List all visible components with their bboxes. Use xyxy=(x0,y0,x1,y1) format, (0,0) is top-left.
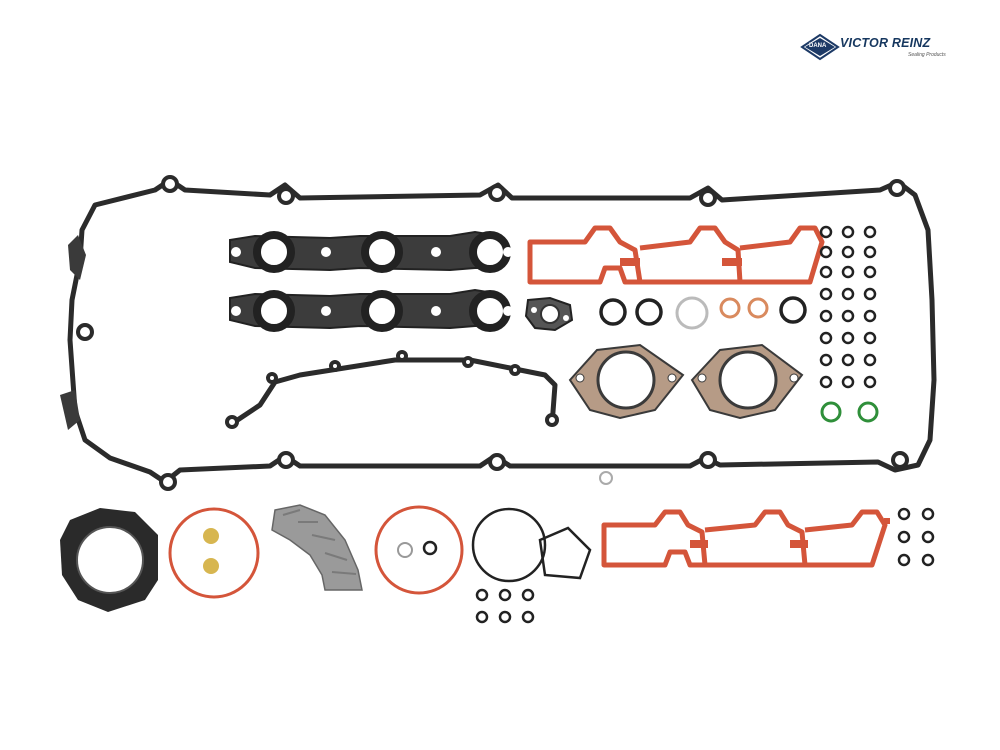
crankshaft-seal xyxy=(60,508,158,612)
spark-plug-seal-plate-lower xyxy=(229,288,513,332)
logo-mark-text: DANA xyxy=(809,43,827,49)
spark-plug-seal-plate-upper xyxy=(229,230,513,273)
green-orings xyxy=(820,401,879,423)
small-oring-grid-bottom-right xyxy=(897,507,935,567)
intake-manifold-gasket-lower xyxy=(601,509,890,568)
timing-cover-seal xyxy=(225,350,559,429)
small-ring xyxy=(599,471,613,485)
intake-manifold-gasket-upper xyxy=(527,225,825,285)
small-oring-grid-center xyxy=(475,588,535,624)
exhaust-flange-gasket-right xyxy=(690,343,804,420)
exhaust-flange-gasket-left xyxy=(568,343,685,420)
egr-flange-gasket xyxy=(524,296,574,332)
dana-diamond-logo xyxy=(800,33,840,61)
water-pump-seal xyxy=(471,507,592,583)
oring-row-top xyxy=(599,296,807,330)
oil-filter-housing-seal xyxy=(168,507,260,599)
brand-logo: DANA VICTOR REINZ Sealing Products xyxy=(800,32,950,66)
small-oring-grid-right xyxy=(819,225,877,389)
intake-hose xyxy=(271,504,363,591)
coolant-pipe-seal xyxy=(374,505,464,595)
valve-cover-gasket xyxy=(60,175,937,491)
brand-name: VICTOR REINZ xyxy=(840,36,931,50)
brand-tagline: Sealing Products xyxy=(908,52,946,58)
